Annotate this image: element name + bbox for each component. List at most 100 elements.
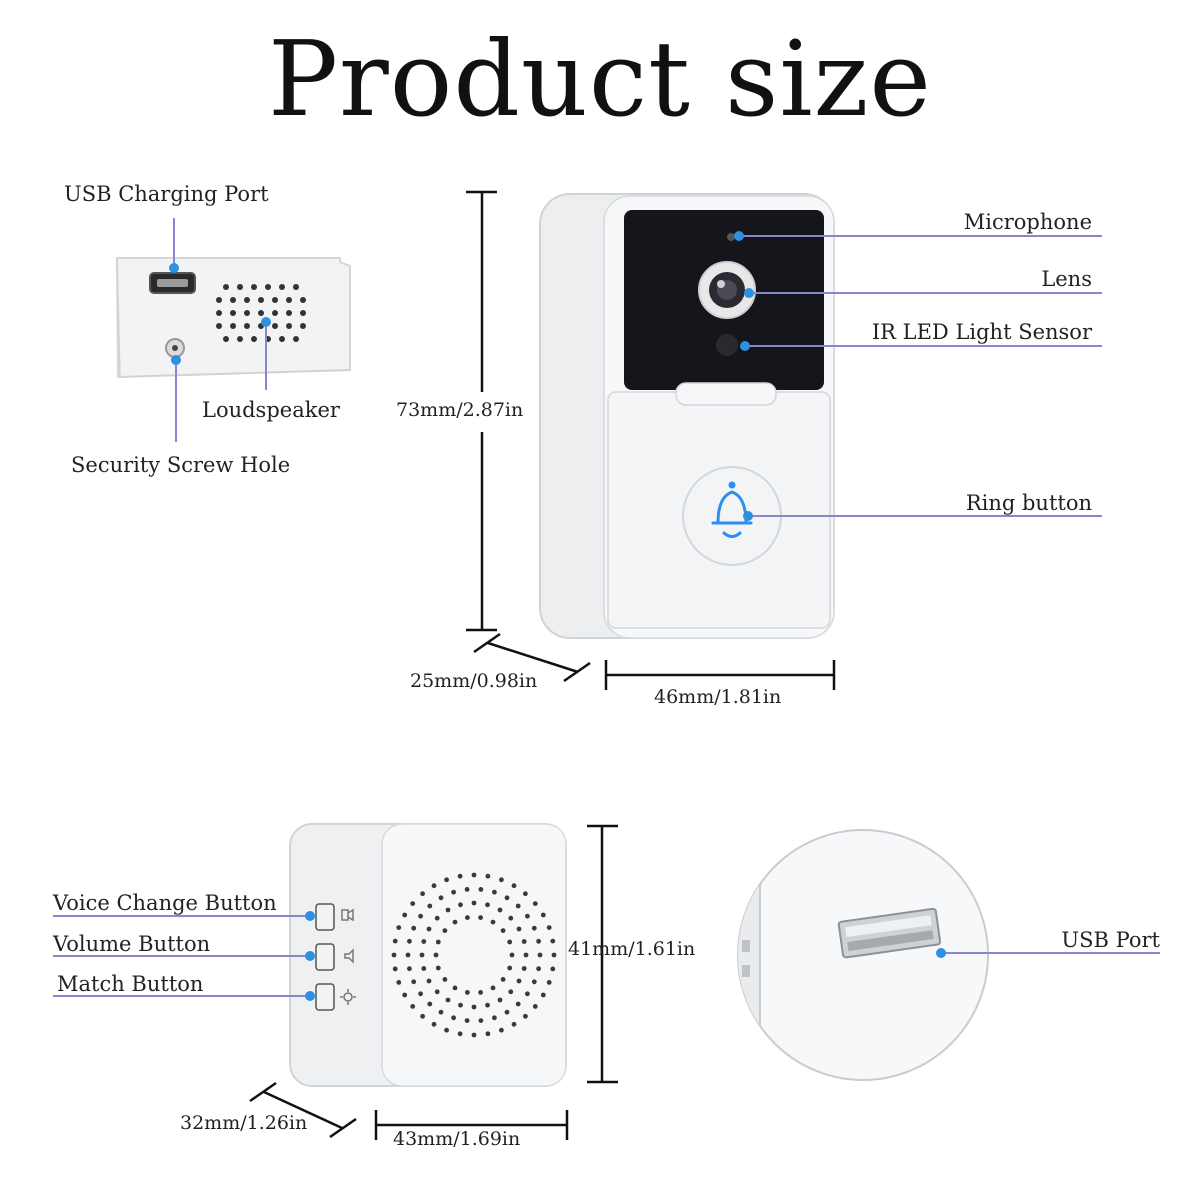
grille-hole	[465, 990, 470, 995]
grille-hole	[507, 965, 513, 971]
label-security-screw-hole: Security Screw Hole	[71, 453, 291, 477]
grille-hole	[418, 991, 423, 997]
grille-hole	[407, 938, 412, 944]
grille-hole	[451, 889, 456, 895]
microphone-hole	[727, 233, 735, 241]
grille-hole	[516, 926, 522, 932]
label-match-button: Match Button	[57, 972, 204, 996]
grille-hole	[396, 980, 402, 985]
label-ring-button: Ring button	[965, 491, 1092, 515]
grille-hole	[471, 900, 477, 906]
grille-hole	[445, 997, 451, 1003]
grille-hole	[405, 952, 411, 958]
grille-hole	[511, 1021, 517, 1027]
grille-hole	[516, 978, 522, 984]
grille-hole	[490, 919, 496, 925]
grille-hole	[465, 915, 470, 920]
chime-receiver	[53, 823, 618, 1140]
grille-hole	[457, 873, 463, 879]
doorbell-front-view	[466, 190, 1102, 690]
grille-hole	[500, 977, 506, 982]
grille-hole	[458, 1002, 463, 1008]
grille-hole	[471, 872, 477, 878]
grille-hole	[419, 952, 425, 958]
dim-doorbell-width: 46mm/1.81in	[654, 686, 782, 708]
grille-hole	[458, 902, 463, 908]
grille-hole	[497, 997, 503, 1003]
grille-hole	[421, 939, 427, 944]
grille-hole	[521, 966, 527, 971]
grille-hole	[471, 1032, 477, 1038]
bell-icon	[711, 481, 753, 538]
grille-hole	[464, 887, 470, 892]
grille-hole	[550, 966, 556, 972]
grille-hole	[445, 907, 451, 913]
grille-hole	[478, 990, 483, 995]
grille-hole	[478, 915, 483, 920]
grille-hole	[485, 1031, 491, 1037]
grille-hole	[523, 891, 528, 897]
grille-hole	[444, 1027, 449, 1033]
grille-hole	[411, 979, 417, 985]
grille-hole	[532, 1004, 538, 1009]
grille-hole	[515, 903, 521, 909]
grille-hole	[485, 873, 491, 879]
grille-hole	[536, 966, 541, 972]
grille-hole	[427, 1001, 433, 1007]
grille-hole	[508, 989, 514, 995]
grille-hole	[504, 1009, 510, 1015]
ir-led	[716, 334, 738, 356]
grille-hole	[431, 1021, 437, 1027]
grille-hole	[546, 925, 552, 930]
grille-hole	[508, 915, 514, 921]
grille-hole	[426, 926, 432, 932]
grille-hole	[521, 939, 527, 944]
page-title: Product size	[268, 18, 932, 140]
grille-hole	[537, 952, 543, 958]
grille-hole	[536, 938, 541, 944]
grille-hole	[464, 1018, 470, 1023]
grille-hole	[392, 966, 398, 972]
grille-hole	[531, 979, 537, 985]
grille-hole	[402, 992, 408, 998]
grille-hole	[531, 925, 537, 931]
grille-hole	[452, 919, 458, 925]
dim-doorbell-height: 73mm/2.87in	[396, 399, 524, 421]
grille-hole	[391, 952, 397, 958]
grille-hole	[525, 991, 530, 997]
dim-chime-depth: 32mm/1.26in	[180, 1112, 308, 1134]
dim-doorbell-depth: 25mm/0.98in	[410, 670, 538, 692]
grille-hole	[540, 912, 546, 918]
grille-hole	[532, 901, 538, 906]
grille-hole	[492, 1015, 497, 1021]
grille-hole	[396, 925, 402, 930]
label-ir-led: IR LED Light Sensor	[871, 320, 1092, 344]
grille-hole	[431, 883, 437, 889]
label-volume-button: Volume Button	[53, 932, 211, 956]
grille-hole	[550, 938, 556, 944]
grille-hole	[402, 912, 408, 918]
grille-hole	[523, 1013, 528, 1019]
grille-hole	[497, 907, 503, 913]
label-usb-port: USB Port	[1061, 928, 1160, 952]
chime-speaker-grille	[391, 872, 557, 1038]
grille-hole	[499, 877, 504, 883]
grille-hole	[434, 989, 440, 995]
grille-hole	[457, 1031, 463, 1037]
grille-hole	[504, 895, 510, 901]
grille-hole	[500, 928, 506, 933]
grille-hole	[551, 952, 557, 958]
grille-hole	[421, 966, 427, 971]
grille-hole	[407, 966, 412, 972]
grille-hole	[426, 978, 432, 984]
grille-hole	[444, 877, 449, 883]
grille-hole	[525, 913, 530, 919]
usb-detail	[737, 829, 1160, 1081]
grille-hole	[523, 952, 529, 958]
match-btn	[315, 983, 335, 1011]
grille-hole	[442, 928, 448, 933]
grille-hole	[492, 889, 497, 895]
usb-plug	[837, 907, 942, 959]
grille-hole	[427, 903, 433, 909]
